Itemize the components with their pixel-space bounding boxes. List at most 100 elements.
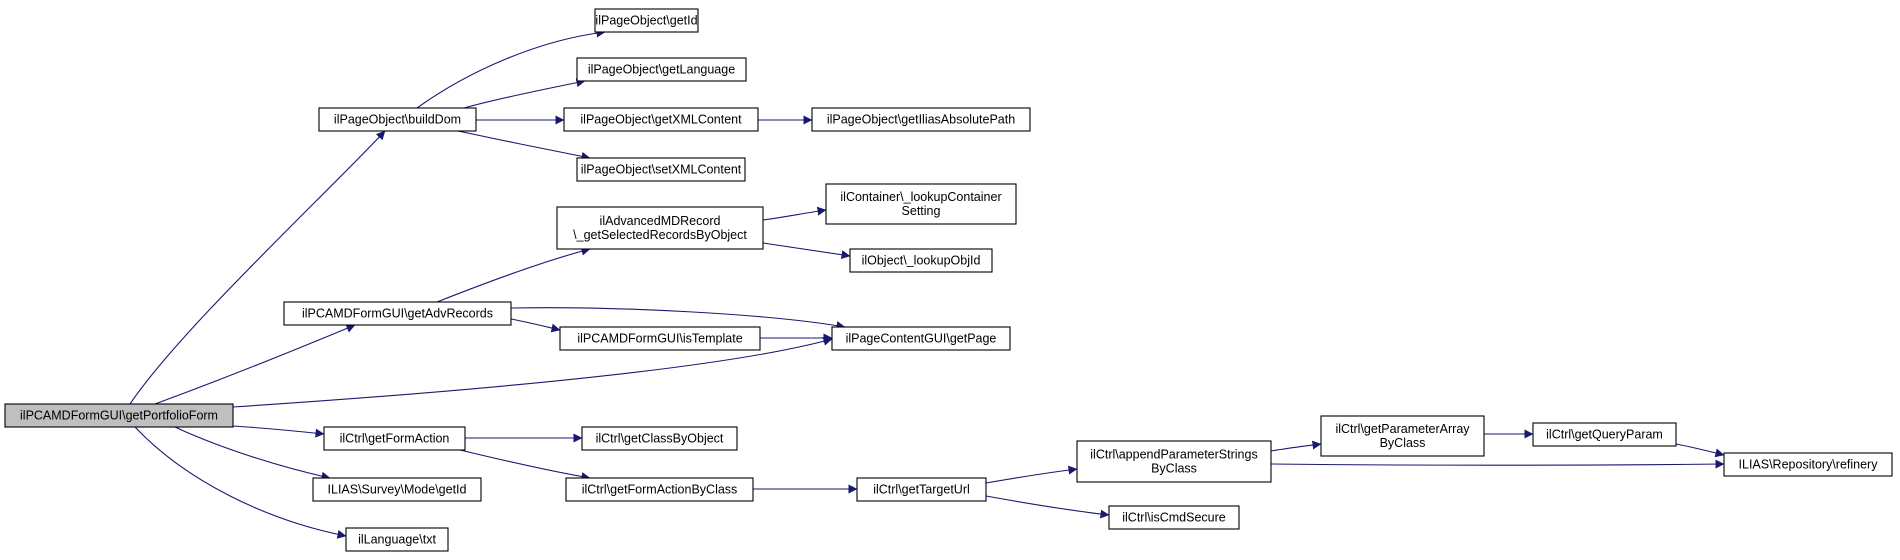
function-node[interactable]: ilPageObject\getLanguage — [576, 57, 747, 82]
edge-line — [154, 324, 356, 405]
nodes: ilPCAMDFormGUI\getPortfolioForm ilPageObj… — [4, 8, 1893, 552]
call-edge — [985, 465, 1078, 484]
call-edge — [762, 206, 827, 221]
function-node[interactable]: ilObject\_lookupObjId — [849, 248, 993, 273]
node-box — [4, 403, 234, 428]
node-box — [811, 107, 1031, 132]
edge-line — [510, 318, 561, 333]
function-node[interactable]: ilPageObject\getXMLContent — [563, 107, 759, 132]
edges — [129, 28, 1725, 539]
node-box — [312, 477, 482, 502]
call-edge — [762, 242, 851, 260]
node-label: ilPCAMDFormGUI\getPortfolioForm — [20, 409, 218, 423]
node-label: ILIAS\Survey\Mode\getId — [328, 483, 467, 497]
node-label: ilCtrl\getClassByObject — [596, 432, 724, 446]
edge-line — [459, 449, 591, 481]
function-node[interactable]: ilCtrl\getClassByObject — [581, 426, 738, 451]
function-node[interactable]: ilCtrl\isCmdSecure — [1108, 505, 1240, 530]
call-edge — [457, 130, 591, 161]
node-label: ilCtrl\getFormActionByClass — [582, 483, 738, 497]
function-node[interactable]: ilPCAMDFormGUI\isTemplate — [559, 326, 761, 351]
node-label: ilCtrl\isCmdSecure — [1122, 511, 1226, 525]
function-node[interactable]: ilPageContentGUI\getPage — [831, 326, 1011, 351]
edge-line — [457, 130, 591, 161]
node-box — [576, 57, 747, 82]
edge-line — [436, 246, 591, 303]
call-edge — [463, 78, 586, 109]
call-edge — [129, 130, 386, 405]
edge-line — [985, 495, 1110, 519]
edge-line — [1675, 443, 1725, 458]
node-label: ilObject\_lookupObjId — [862, 254, 981, 268]
node-label: ilAdvancedMDRecord — [600, 214, 721, 228]
function-node[interactable]: ilAdvancedMDRecord\_getSelectedRecordsBy… — [556, 206, 764, 250]
node-label: ilCtrl\getTargetUrl — [873, 483, 970, 497]
call-edge — [510, 307, 846, 330]
node-box — [559, 326, 761, 351]
edge-line — [129, 130, 386, 405]
node-label: ilContainer\_lookupContainer — [840, 190, 1001, 204]
node-box — [283, 301, 512, 326]
node-box — [1108, 505, 1240, 530]
node-label: ilPageObject\buildDom — [334, 113, 461, 127]
function-node[interactable]: ilPageObject\buildDom — [318, 107, 477, 132]
node-label: ilPageContentGUI\getPage — [846, 332, 997, 346]
node-box — [345, 527, 449, 552]
node-box — [576, 157, 746, 182]
node-box — [323, 426, 466, 451]
edge-line — [510, 307, 846, 330]
edge-line — [134, 426, 347, 539]
node-label: ilCtrl\appendParameterStrings — [1090, 448, 1257, 462]
function-node[interactable]: ilPageObject\getId — [594, 8, 699, 33]
call-edge — [232, 336, 833, 408]
function-node[interactable]: ilPageObject\setXMLContent — [576, 157, 746, 182]
node-box — [594, 8, 699, 33]
function-node[interactable]: ilPCAMDFormGUI\getAdvRecords — [283, 301, 512, 326]
node-label: ilPCAMDFormGUI\getAdvRecords — [302, 307, 493, 321]
call-edge — [232, 425, 325, 438]
node-label: ilCtrl\getFormAction — [340, 432, 450, 446]
node-label: ilPageObject\setXMLContent — [581, 163, 742, 177]
node-box — [556, 206, 764, 250]
node-box — [856, 477, 987, 502]
node-box — [1723, 452, 1893, 477]
call-edge — [1270, 459, 1725, 469]
node-label: ilPCAMDFormGUI\isTemplate — [577, 332, 742, 346]
node-label: Setting — [902, 204, 941, 218]
function-node[interactable]: ilCtrl\getFormAction — [323, 426, 466, 451]
edge-line — [174, 426, 331, 481]
node-box — [565, 477, 754, 502]
function-node[interactable]: ILIAS\Repository\refinery — [1723, 452, 1893, 477]
node-box — [1532, 422, 1677, 447]
node-box — [849, 248, 993, 273]
function-node[interactable]: ilCtrl\getTargetUrl — [856, 477, 987, 502]
edge-line — [1270, 440, 1322, 452]
node-box — [1320, 415, 1485, 457]
node-label: ilPageObject\getLanguage — [588, 63, 735, 77]
node-box — [831, 326, 1011, 351]
edge-line — [232, 336, 833, 408]
node-box — [563, 107, 759, 132]
function-node[interactable]: ilPageObject\getIliasAbsolutePath — [811, 107, 1031, 132]
node-box — [1076, 440, 1272, 483]
call-edge — [416, 28, 606, 109]
call-edge — [1675, 443, 1725, 458]
edge-line — [416, 28, 606, 109]
call-edge — [134, 426, 347, 539]
node-box — [825, 183, 1017, 225]
function-node[interactable]: ilCtrl\getFormActionByClass — [565, 477, 754, 502]
call-edge — [154, 324, 356, 405]
function-node[interactable]: ILIAS\Survey\Mode\getId — [312, 477, 482, 502]
node-label: ilPageObject\getIliasAbsolutePath — [827, 113, 1015, 127]
function-node-root[interactable]: ilPCAMDFormGUI\getPortfolioForm — [4, 403, 234, 428]
function-node[interactable]: ilCtrl\getQueryParam — [1532, 422, 1677, 447]
call-edge — [174, 426, 331, 481]
function-node[interactable]: ilLanguage\txt — [345, 527, 449, 552]
node-label: \_getSelectedRecordsByObject — [573, 228, 747, 242]
node-box — [318, 107, 477, 132]
edge-line — [762, 206, 827, 221]
call-edge — [459, 449, 591, 481]
